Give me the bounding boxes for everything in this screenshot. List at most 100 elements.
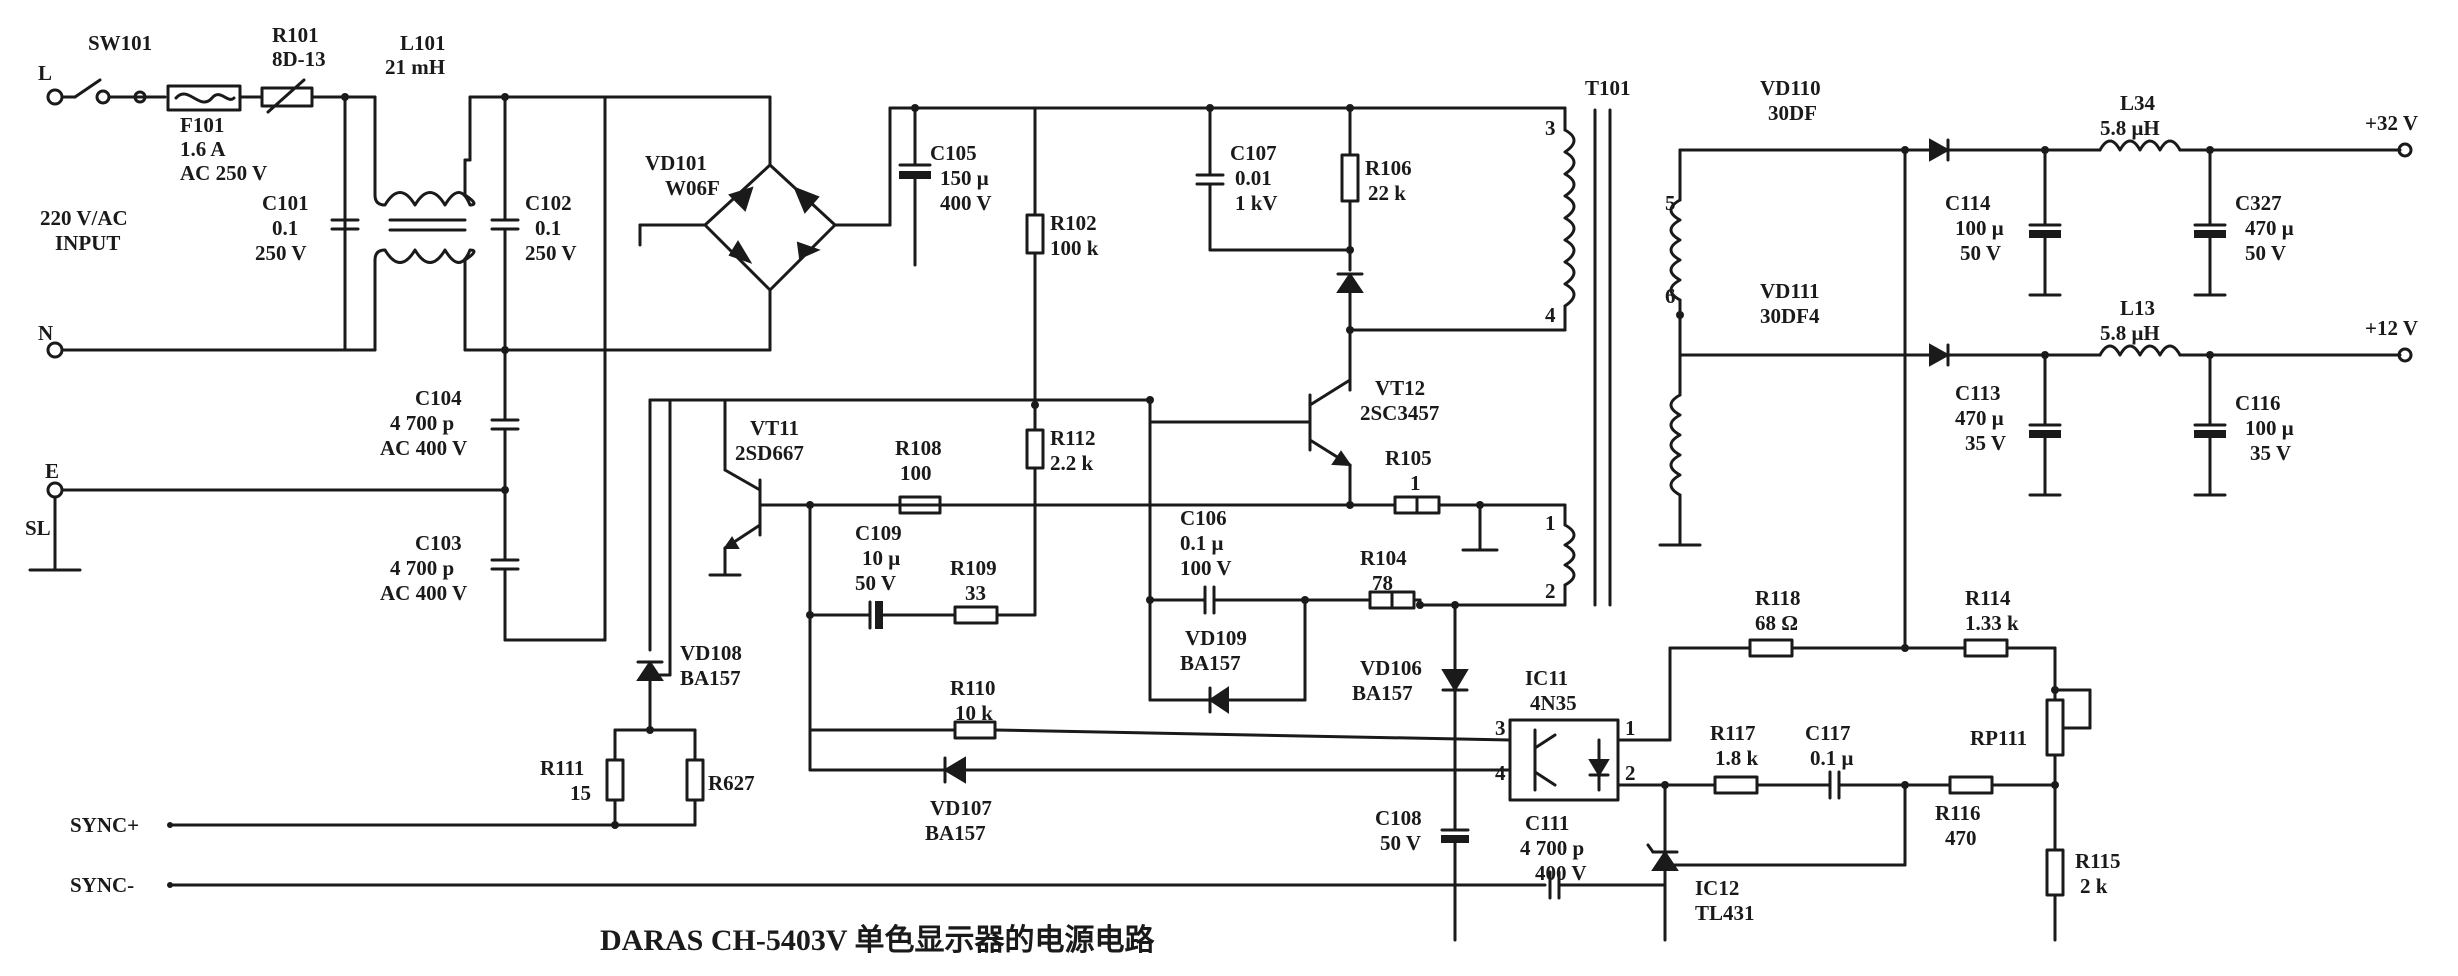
label-r112-value: 2.2 k <box>1050 451 1094 475</box>
label-l101-value: 21 mH <box>385 55 445 79</box>
label-c105-voltage: 400 V <box>940 191 992 215</box>
label-c117: C117 <box>1805 721 1851 745</box>
label-r115: R115 <box>2075 849 2121 873</box>
label-c103-voltage: AC 400 V <box>380 581 467 605</box>
label-vd107: VD107 <box>930 796 992 820</box>
label-r117-value: 1.8 k <box>1715 746 1759 770</box>
bridge-rectifier-vd101-symbol <box>638 95 892 352</box>
label-f101-voltage: AC 250 V <box>180 161 267 185</box>
label-c109-capacitance: 10 μ <box>862 546 900 570</box>
label-f101-current: 1.6 A <box>180 137 226 161</box>
label-r118-value: 68 Ω <box>1755 611 1798 635</box>
label-c113-capacitance: 470 μ <box>1955 406 2004 430</box>
label-c101: C101 <box>262 191 309 215</box>
label-ic12-value: TL431 <box>1695 901 1755 925</box>
label-vd108-value: BA157 <box>680 666 741 690</box>
label-f101: F101 <box>180 113 224 137</box>
label-c102-voltage: 250 V <box>525 241 577 265</box>
label-c106-voltage: 100 V <box>1180 556 1232 580</box>
label-c104-capacitance: 4 700 p <box>390 411 454 435</box>
label-l13: L13 <box>2120 296 2155 320</box>
label-r105: R105 <box>1385 446 1432 470</box>
label-c104-voltage: AC 400 V <box>380 436 467 460</box>
diagram-caption: DARAS CH-5403V 单色显示器的电源电路 <box>600 924 1155 957</box>
label-c101-capacitance: 0.1 <box>272 216 298 240</box>
fuse-f101-symbol <box>166 84 264 112</box>
label-c327-capacitance: 470 μ <box>2245 216 2294 240</box>
label-t101-pin1: 1 <box>1545 511 1556 535</box>
label-c103-capacitance: 4 700 p <box>390 556 454 580</box>
label-r110: R110 <box>950 676 996 700</box>
label-l34-value: 5.8 μH <box>2100 116 2160 140</box>
circuit-wiring <box>28 78 2413 942</box>
terminal-e <box>46 481 64 499</box>
label-t101-pin5: 5 <box>1665 191 1676 215</box>
label-ic11-pin2: 2 <box>1625 761 1636 785</box>
label-c116: C116 <box>2235 391 2281 415</box>
label-c114: C114 <box>1945 191 1991 215</box>
label-c108-voltage: 50 V <box>1380 831 1421 855</box>
label-n: N <box>38 321 53 345</box>
label-c108: C108 <box>1375 806 1422 830</box>
label-r101: R101 <box>272 23 319 47</box>
label-t101-pin4: 4 <box>1545 303 1556 327</box>
terminal-n <box>46 341 64 359</box>
label-vd110: VD110 <box>1760 76 1821 100</box>
label-r118: R118 <box>1755 586 1801 610</box>
label-r114-value: 1.33 k <box>1965 611 2019 635</box>
label-c107-capacitance: 0.01 <box>1235 166 1272 190</box>
label-c111-capacitance: 4 700 p <box>1520 836 1584 860</box>
label-c101-voltage: 250 V <box>255 241 307 265</box>
label-c106: C106 <box>1180 506 1227 530</box>
label-ic11: IC11 <box>1525 666 1568 690</box>
label-c105: C105 <box>930 141 977 165</box>
label-vd106-value: BA157 <box>1352 681 1413 705</box>
label-t101-pin6: 6 <box>1665 284 1676 308</box>
label-vd106: VD106 <box>1360 656 1422 680</box>
label-ic12: IC12 <box>1695 876 1739 900</box>
label-vd108: VD108 <box>680 641 742 665</box>
label-c116-capacitance: 100 μ <box>2245 416 2294 440</box>
label-c102-capacitance: 0.1 <box>535 216 561 240</box>
label-c109-voltage: 50 V <box>855 571 896 595</box>
label-vd110-value: 30DF <box>1768 101 1817 125</box>
label-l34: L34 <box>2120 91 2156 115</box>
label-c111-voltage: 400 V <box>1535 861 1587 885</box>
label-c106-capacitance: 0.1 μ <box>1180 531 1224 555</box>
label-vt11: VT11 <box>750 416 799 440</box>
label-t101-pin3: 3 <box>1545 116 1556 140</box>
label-r110-value: 10 k <box>955 701 993 725</box>
label-sync-plus: SYNC+ <box>70 813 139 837</box>
label-c111: C111 <box>1525 811 1569 835</box>
label-r114: R114 <box>1965 586 2011 610</box>
label-c102: C102 <box>525 191 572 215</box>
label-vd109-value: BA157 <box>1180 651 1241 675</box>
label-r117: R117 <box>1710 721 1756 745</box>
label-c105-capacitance: 150 μ <box>940 166 989 190</box>
label-rp111: RP111 <box>1970 726 2027 750</box>
label-sl: SL <box>25 516 51 540</box>
label-l101: L101 <box>400 31 446 55</box>
label-r104: R104 <box>1360 546 1407 570</box>
label-c114-voltage: 50 V <box>1960 241 2001 265</box>
label-c107: C107 <box>1230 141 1277 165</box>
label-r108: R108 <box>895 436 942 460</box>
label-r109-value: 33 <box>965 581 986 605</box>
label-r101-value: 8D-13 <box>272 47 326 71</box>
label-sync-minus: SYNC- <box>70 873 134 897</box>
label-sw101: SW101 <box>88 31 152 55</box>
terminal-l <box>46 88 64 106</box>
label-c104: C104 <box>415 386 462 410</box>
label-vd107-value: BA157 <box>925 821 986 845</box>
label-c114-capacitance: 100 μ <box>1955 216 2004 240</box>
label-l13-value: 5.8 μH <box>2100 321 2160 345</box>
label-c103: C103 <box>415 531 462 555</box>
switch-sw101-symbol <box>60 78 167 105</box>
label-ic11-pin4: 4 <box>1495 761 1506 785</box>
label-c117-value: 0.1 μ <box>1810 746 1854 770</box>
label-input: INPUT <box>55 231 120 255</box>
label-c109: C109 <box>855 521 902 545</box>
optocoupler-ic11-symbol <box>1508 718 1620 802</box>
label-r109: R109 <box>950 556 997 580</box>
label-r112: R112 <box>1050 426 1096 450</box>
